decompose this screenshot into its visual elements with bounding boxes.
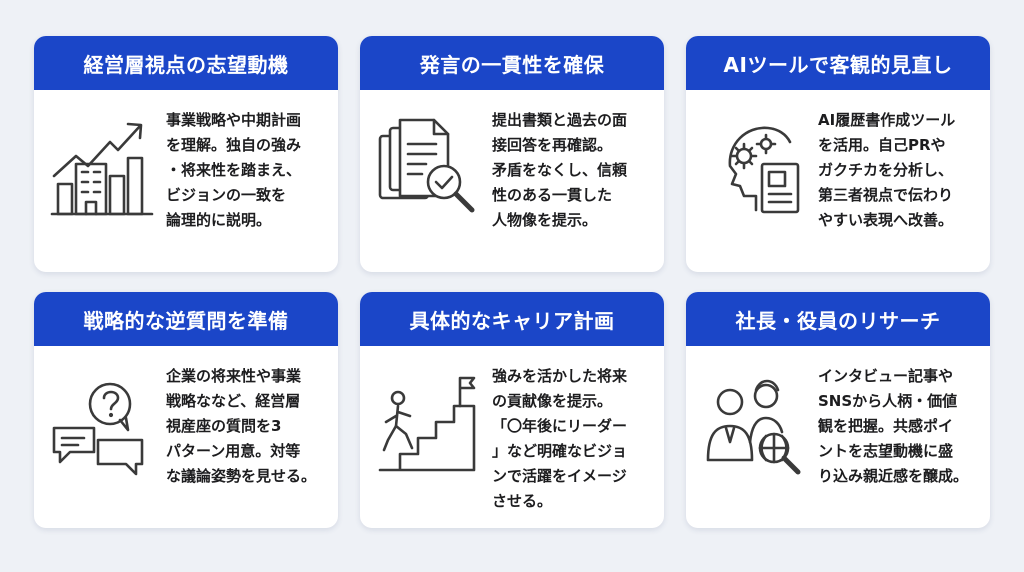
- card-description: 企業の将来性や事業 戦略ななど、経営層 視産座の質問を3 パターン用意。対等 な…: [166, 367, 317, 485]
- card-title: 発言の一貫性を確保: [360, 36, 664, 90]
- card-title: 経営層視点の志望動機: [34, 36, 338, 90]
- card-description: AI履歴書作成ツール を活用。自己PRや ガクチカを分析し、 第三者視点で伝わり…: [818, 111, 956, 229]
- card-title: 社長・役員のリサーチ: [686, 292, 990, 346]
- card-executive-research: 社長・役員のリサーチ インタビュー記事や SNSから人柄・価値 観を把握。共感ポ…: [686, 292, 990, 528]
- person-climbing-stairs-flag-icon: [374, 370, 484, 480]
- growth-chart-buildings-icon: [48, 114, 158, 224]
- card-ai-review: AIツールで客観的見直し AI履歴書作成ツール を活用。自己PRや ガクチカを分…: [686, 36, 990, 272]
- card-description: 提出書類と過去の面 接回答を再確認。 矛盾をなくし、信頼 性のある一貫した 人物…: [492, 111, 628, 229]
- card-motivation: 経営層視点の志望動機 事業戦略や中期計画 を理解。独自の強み ・将来性を踏まえ、…: [34, 36, 338, 272]
- card-title: 具体的なキャリア計画: [360, 292, 664, 346]
- card-description: 事業戦略や中期計画 を理解。独自の強み ・将来性を踏まえ、 ビジョンの一致を 論…: [166, 111, 302, 229]
- ai-head-gears-document-icon: [700, 114, 810, 224]
- card-title: 戦略的な逆質問を準備: [34, 292, 338, 346]
- card-description: インタビュー記事や SNSから人柄・価値 観を把握。共感ポイ ントを志望動機に盛…: [818, 367, 969, 485]
- speech-bubbles-question-icon: [48, 370, 158, 480]
- card-title: AIツールで客観的見直し: [686, 36, 990, 90]
- documents-magnifier-check-icon: [374, 114, 484, 224]
- card-consistency: 発言の一貫性を確保 提出書類と過去の面 接回答を再確認。 矛盾をなくし、信頼 性…: [360, 36, 664, 272]
- card-description: 強みを活かした将来 の貢献像を提示。 「〇年後にリーダー 」など明確なビジョ ン…: [492, 367, 628, 510]
- executives-globe-search-icon: [700, 370, 810, 480]
- card-reverse-questions: 戦略的な逆質問を準備 企業の将来性や事業 戦略ななど、経営層 視産座の質問を3 …: [34, 292, 338, 528]
- card-career-plan: 具体的なキャリア計画 強みを活かした将来 の貢献像を提示。 「〇年後にリーダー …: [360, 292, 664, 528]
